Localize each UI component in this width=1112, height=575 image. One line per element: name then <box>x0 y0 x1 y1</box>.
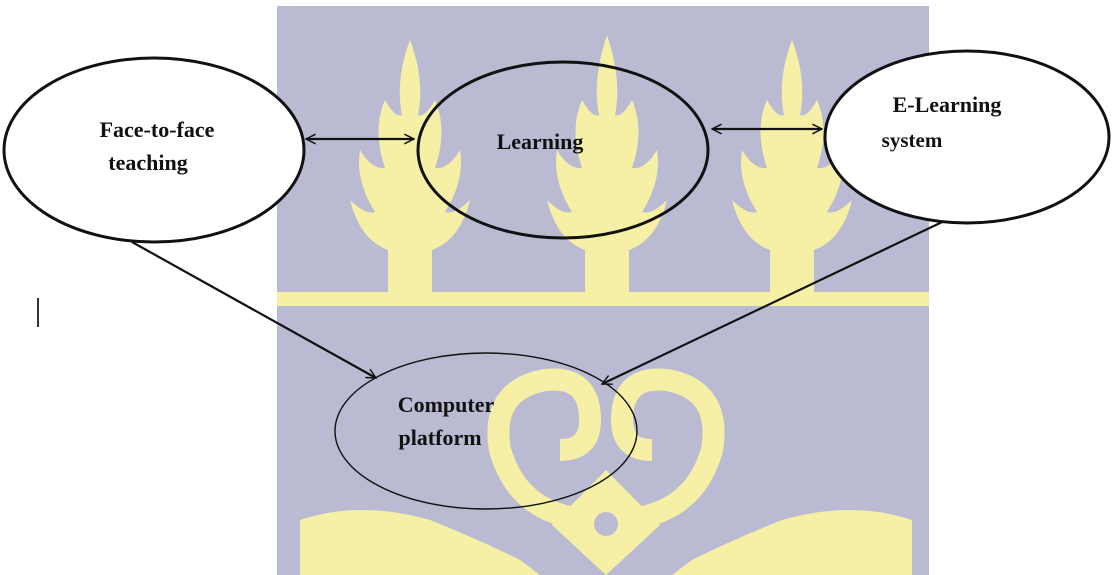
node-computer-line2: platform <box>398 425 481 450</box>
node-learning-label: Learning <box>497 129 584 154</box>
node-computer-platform: Computer platform <box>334 352 638 510</box>
edge-face-to-face-computer <box>131 241 376 379</box>
node-computer-line1: Computer <box>398 392 495 417</box>
node-face-to-face-line1: Face-to-face <box>100 117 215 142</box>
node-face-to-face-teaching: Face-to-face teaching <box>2 56 306 244</box>
node-elearning-ellipse <box>823 49 1111 225</box>
node-learning: Learning <box>416 60 710 240</box>
watermark <box>277 6 929 575</box>
watermark-band <box>277 292 929 306</box>
node-elearning-line1: E-Learning <box>893 92 1002 117</box>
node-face-to-face-ellipse <box>2 56 306 244</box>
watermark-scroll <box>487 368 725 531</box>
node-face-to-face-line2: teaching <box>108 150 187 175</box>
node-computer-platform-ellipse <box>334 352 638 510</box>
edge-elearning-computer <box>602 203 980 385</box>
watermark-leaf-left <box>350 40 470 292</box>
edges <box>131 129 980 385</box>
watermark-diamond <box>300 470 912 575</box>
node-learning-ellipse <box>416 60 710 240</box>
node-elearning-line2: system <box>882 128 943 152</box>
node-elearning-system: E-Learning system <box>823 49 1111 225</box>
